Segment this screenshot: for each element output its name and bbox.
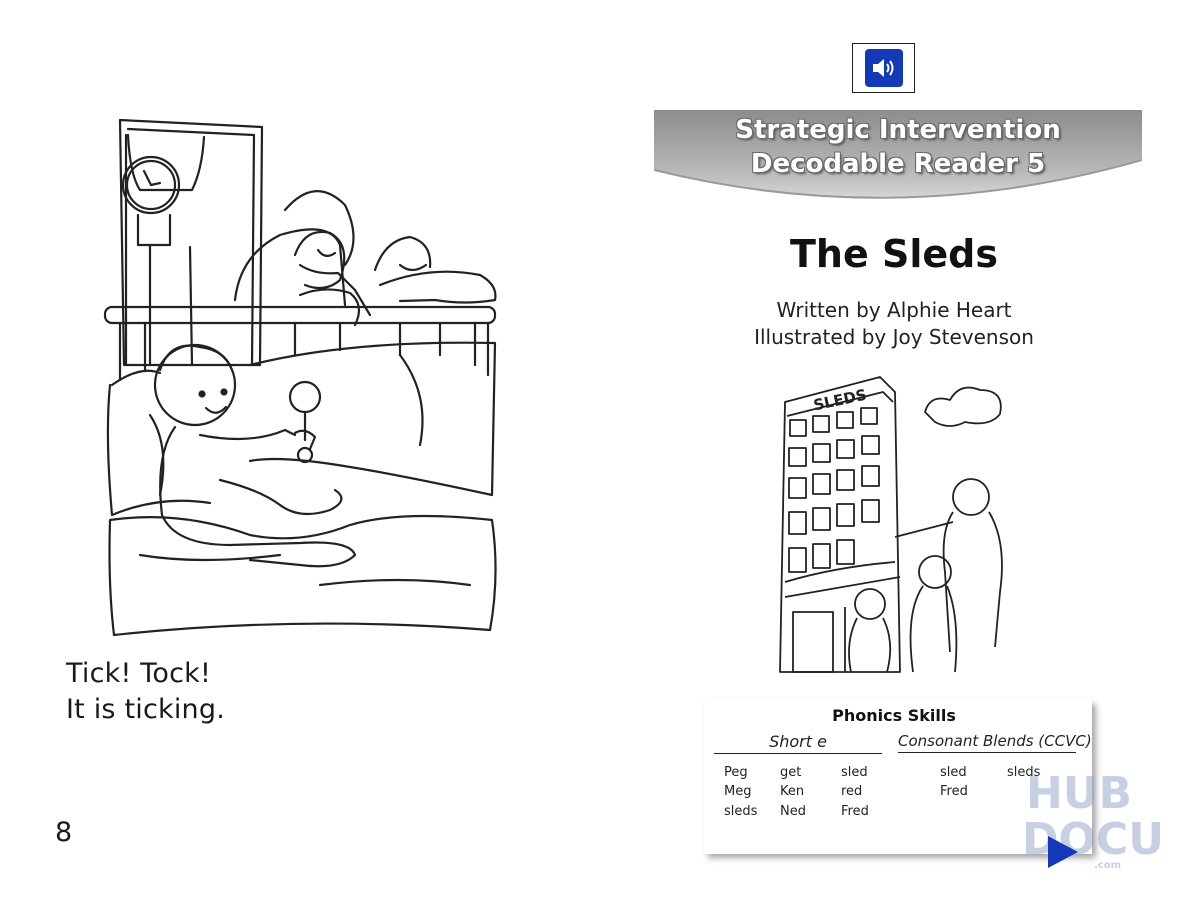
phonics-word: get [780,765,802,780]
blends-heading: Consonant Blends (CCVC) [898,732,1092,753]
play-arrow-icon[interactable] [1046,834,1080,870]
speaker-icon [873,59,894,77]
phonics-word: Meg [724,784,752,799]
phonics-word: sled [940,765,967,780]
banner-background [654,110,1142,199]
audio-button[interactable] [865,49,903,87]
book-title: The Sleds [790,232,998,276]
cover-illustration: SLEDS [779,376,1003,673]
watermark-line: HUB [1026,768,1132,819]
hubdocu-watermark-logo: HUB DOCU .com [1022,768,1162,871]
cover-sign-text: SLEDS [812,386,868,415]
phonics-skills-box: Phonics Skills Short e Consonant Blends … [704,700,1092,854]
banner-title-line: Decodable Reader 5 [750,149,1046,179]
phonics-word: Ken [780,784,805,799]
phonics-word: sleds [1007,765,1041,780]
author-credit: Written by Alphie Heart [776,298,1012,322]
phonics-word: Fred [940,784,968,799]
phonics-word: sled [841,765,868,780]
illustrator-credit: Illustrated by Joy Stevenson [754,325,1034,349]
phonics-word: sleds [724,804,758,819]
phonics-title: Phonics Skills [832,706,956,725]
phonics-word: Peg [724,765,748,780]
short-e-heading: Short e [714,732,882,754]
phonics-word: red [841,784,863,799]
nursery-illustration [103,118,497,637]
story-line: It is ticking. [66,694,225,725]
watermark-line: DOCU [1022,814,1162,865]
watermark-suffix: .com [1094,860,1121,871]
phonics-word: Ned [780,804,806,819]
banner-title-line: Strategic Intervention [735,115,1061,145]
story-line: Tick! Tock! [66,658,211,689]
phonics-word: Fred [841,804,869,819]
audio-button-frame[interactable] [852,43,915,93]
page-number: 8 [55,817,73,848]
